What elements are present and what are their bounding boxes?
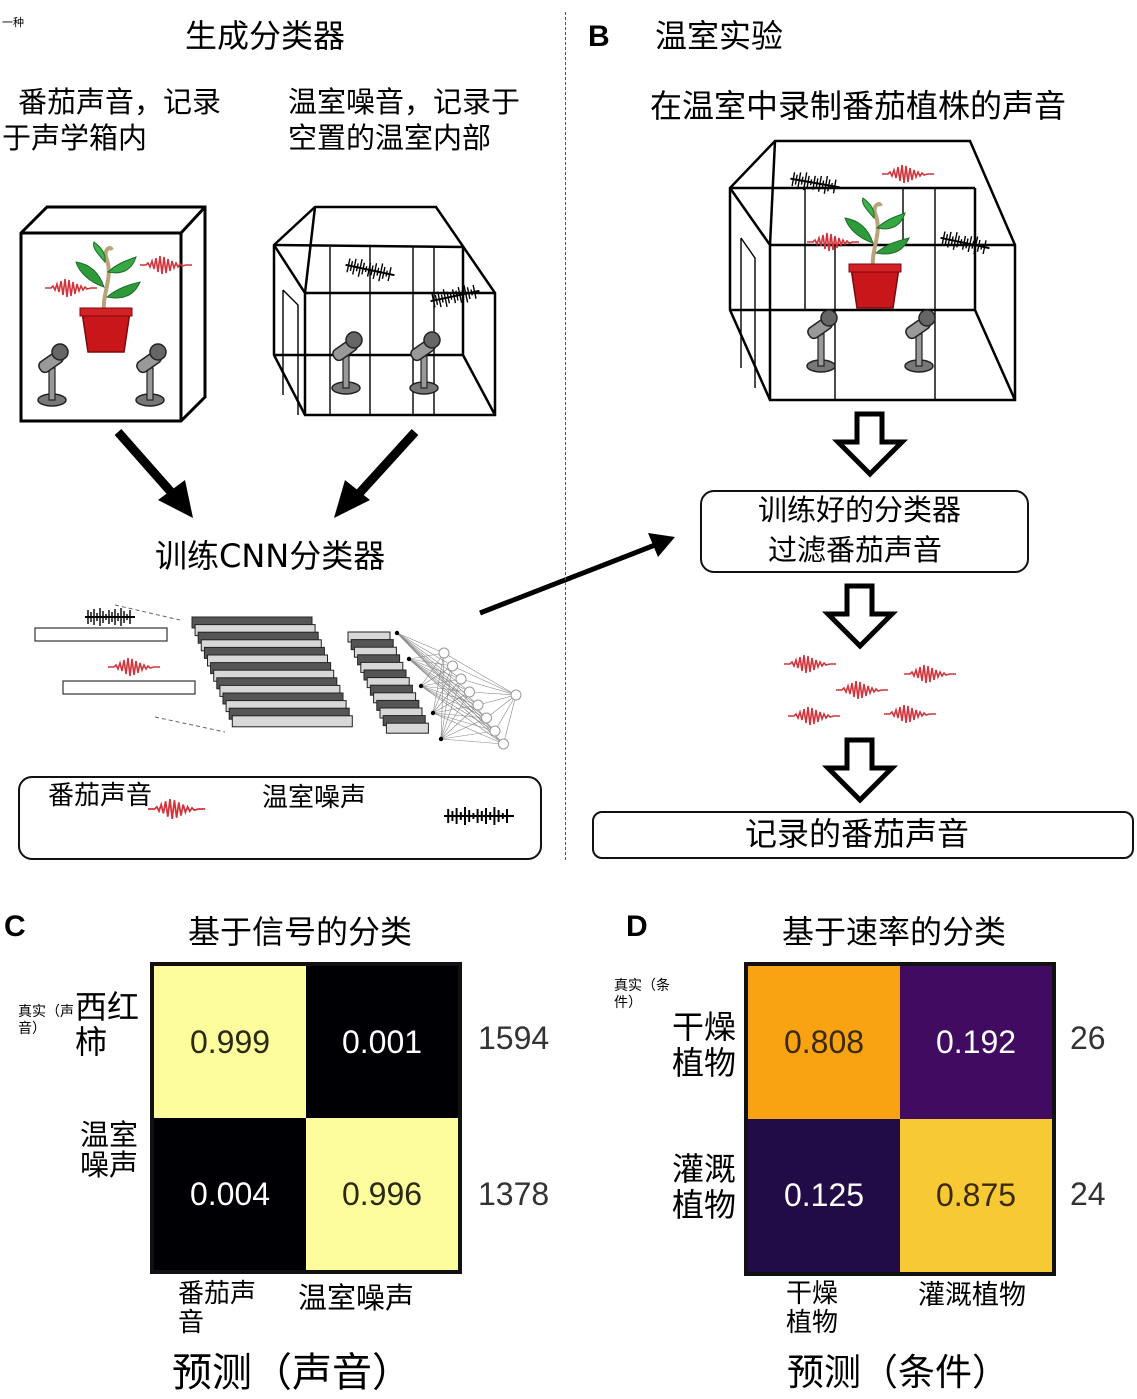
neuron-node [438,647,450,659]
filter-box-line2: 过滤番茄声音 [768,533,943,567]
empty-greenhouse-illustration [272,205,497,417]
legend-noise-label: 温室噪声 [262,783,367,813]
hollow-arrow-down-icon [821,583,899,650]
legend-noise-wave-icon [442,805,516,827]
conv-layer [231,715,353,728]
noise-wave-icon [84,607,136,627]
microphone-icon [805,309,838,373]
neuron-node [481,712,492,724]
chart-c-ylabel: 真实（声音） [18,1004,74,1037]
acoustic-box-caption-line2: 于声学箱内 [2,121,148,155]
neuron-node [455,673,467,685]
tomato-sound-wave-icon [835,680,889,700]
noise-wave-icon [937,227,993,259]
greenhouse-recording-illustration [728,139,1017,402]
panel-b-title: 温室实验 [655,17,784,55]
neuron-node [489,725,501,737]
panel-b-caption: 在温室中录制番茄植株的声音 [650,87,1067,125]
arrow-down-right-icon [158,480,193,518]
arrow-up-right-icon [648,533,675,557]
filter-box-line1: 训练好的分类器 [758,493,962,527]
matrix-cell: 0.001 [306,966,458,1118]
input-node [394,630,400,636]
result-box-label: 记录的番茄声音 [745,815,970,853]
legend-tomato-label: 番茄声音 [48,781,153,811]
tomato-sound-wave-icon [883,704,937,724]
chart-c-row-label-0: 西红柿 [75,988,140,1062]
chart-c-row-label-1: 温室噪声 [80,1118,139,1183]
input-node [406,656,412,662]
arrow-to-panel-b [479,533,675,616]
microphone-icon [903,309,936,373]
chart-d-row-total-1: 24 [1070,1176,1106,1212]
chart-d-xlabel: 预测（条件） [787,1351,1009,1394]
chart-c-xlabel: 预测（声音） [172,1350,412,1396]
chart-d-row-label-1: 灌溉植物 [672,1150,737,1224]
acoustic-box-illustration [19,205,207,423]
filter-box [700,490,1029,573]
corner-note: 一种 [2,16,24,29]
chart-d-row-total-0: 26 [1070,1020,1106,1056]
input-node [418,683,424,689]
hollow-arrow-down-icon [831,411,909,478]
neuron-node [464,686,475,698]
matrix-cell: 0.004 [154,1118,306,1270]
matrix-cell: 0.192 [900,966,1052,1119]
chart-c-row-total-0: 1594 [478,1020,550,1056]
chart-c-col-label-1: 温室噪声 [298,1281,415,1315]
noise-wave-icon [787,168,843,198]
panel-b-letter: B [588,20,610,53]
tomato-sound-wave-icon [783,654,837,674]
matrix-cell: 0.125 [748,1119,900,1272]
pool-layer [385,722,429,734]
input-node [430,710,436,716]
panel-d-letter: D [626,910,648,943]
panel-divider [565,12,566,860]
matrix-cell: 0.999 [154,966,306,1118]
panel-a-arrows [114,428,419,518]
tomato-sound-wave-icon [787,706,841,726]
chart-c-title: 基于信号的分类 [188,913,413,951]
panel-a-title: 生成分类器 [185,17,346,55]
chart-d-ylabel: 真实（条件） [614,978,670,1011]
matrix-cell: 0.996 [306,1118,458,1270]
acoustic-box-caption-line1: 番茄声音，记录 [18,85,222,119]
cnn-architecture-diagram [34,604,522,750]
chart-d-col-label-1: 灌溉植物 [918,1280,1026,1311]
tomato-sound-wave-icon [107,657,161,677]
arrow-down-left-icon [334,480,370,518]
greenhouse-caption-line1: 温室噪音，记录于 [288,85,521,119]
tomato-sound-wave-icon [806,232,860,252]
panel-c-letter: C [4,910,26,943]
filtered-tomato-sounds [783,654,957,726]
neuron-node [498,738,509,750]
chart-c-row-total-1: 1378 [478,1176,550,1212]
input-node [438,736,444,742]
neuron-node [510,689,522,701]
tomato-plant-icon [843,196,911,310]
matrix-cell: 0.875 [900,1119,1052,1272]
chart-c-col-label-0: 番茄声音 [178,1279,257,1339]
chart-d-col-label-0: 干燥植物 [786,1279,839,1339]
neuron-node [447,660,458,672]
result-box [592,811,1134,859]
matrix-cell: 0.808 [748,966,900,1119]
tomato-sound-wave-icon [881,164,935,184]
train-cnn-label: 训练CNN分类器 [155,537,386,575]
neuron-node [472,699,484,711]
chart-d-title: 基于速率的分类 [782,913,1007,951]
legend-box [18,776,542,860]
tomato-sound-wave-icon [903,664,957,684]
hollow-arrow-down-icon [821,737,899,804]
chart-d-row-label-0: 干燥植物 [672,1008,737,1082]
legend-tomato-wave-icon [147,798,207,820]
greenhouse-caption-line2: 空置的温室内部 [288,121,492,155]
